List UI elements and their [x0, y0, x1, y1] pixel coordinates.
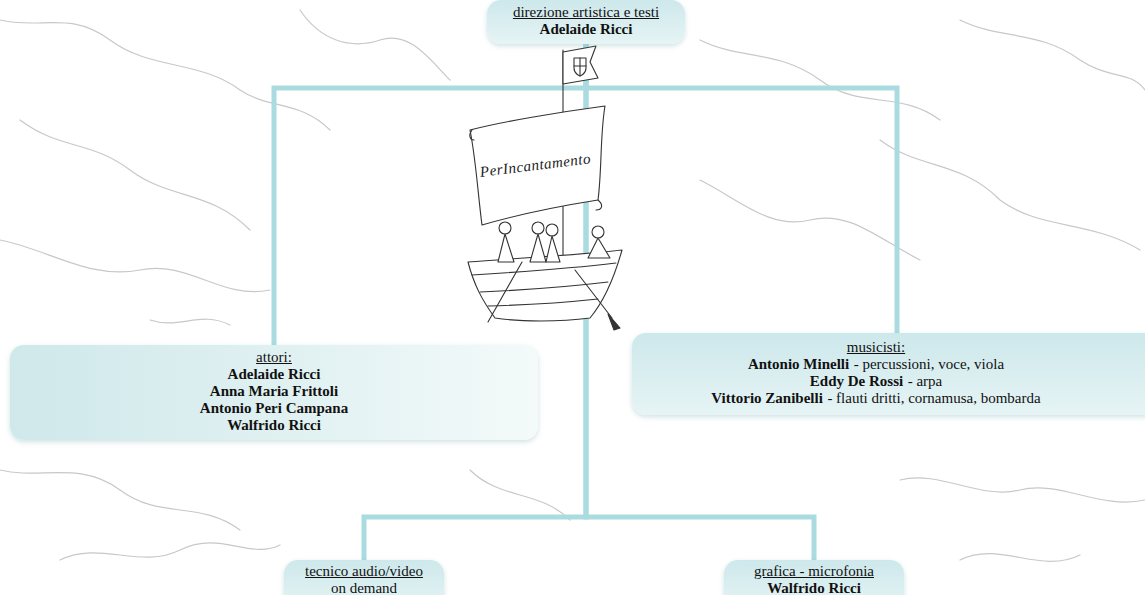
text-line: musicisti: — [640, 339, 1112, 356]
heading: tecnico audio/video — [305, 563, 423, 579]
tree-connector — [586, 44, 814, 560]
text-line: Vittorio Zanibelli- flauti dritti, corna… — [704, 390, 1049, 407]
person-name: Eddy De Rossi — [810, 373, 903, 389]
person-name: Antonio Peri Campana — [200, 400, 348, 416]
org-box: grafica - microfoniaWalfrido Ricci — [724, 560, 904, 595]
text-line: direzione artistica e testi — [493, 4, 679, 21]
text-line: Anna Maria Frittoli — [18, 383, 530, 400]
text-line: Walfrido Ricci — [18, 417, 530, 434]
role-text: - arpa — [908, 373, 943, 389]
org-box: tecnico audio/videoon demand — [284, 560, 444, 595]
heading: musicisti: — [847, 339, 905, 355]
tree-connector — [586, 44, 897, 333]
person-name: Antonio Minelli — [748, 356, 849, 372]
text-line: Walfrido Ricci — [730, 580, 898, 595]
text-line: on demand — [290, 580, 438, 595]
person-name: Walfrido Ricci — [767, 580, 861, 595]
text-line: Eddy De Rossi - arpa — [704, 373, 1049, 390]
heading: attori: — [256, 349, 292, 365]
org-box: direzione artistica e testiAdelaide Ricc… — [487, 0, 685, 44]
person-name: Adelaide Ricci — [228, 366, 321, 382]
role-text: - flauti dritti, cornamusa, bombarda — [827, 390, 1040, 406]
person-name: Walfrido Ricci — [227, 417, 321, 433]
text-line: Antonio Peri Campana — [18, 400, 530, 417]
person-name: Adelaide Ricci — [540, 21, 633, 37]
note-text: on demand — [331, 580, 397, 595]
heading: direzione artistica e testi — [513, 4, 659, 20]
person-name: Anna Maria Frittoli — [210, 383, 338, 399]
role-text: - percussioni, voce, viola — [854, 356, 1004, 372]
text-line: Antonio Minelli - percussioni, voce, viol… — [704, 356, 1049, 373]
person-name: Vittorio Zanibelli — [711, 390, 823, 406]
org-box: musicisti:Antonio Minelli - percussioni, … — [632, 333, 1145, 415]
heading: grafica - microfonia — [754, 563, 874, 579]
org-box: attori:Adelaide RicciAnna Maria Frittoli… — [10, 345, 538, 440]
text-line: attori: — [18, 349, 530, 366]
text-line: grafica - microfonia — [730, 563, 898, 580]
text-line: Adelaide Ricci — [18, 366, 530, 383]
text-line: Adelaide Ricci — [493, 21, 679, 38]
text-line: tecnico audio/video — [290, 563, 438, 580]
